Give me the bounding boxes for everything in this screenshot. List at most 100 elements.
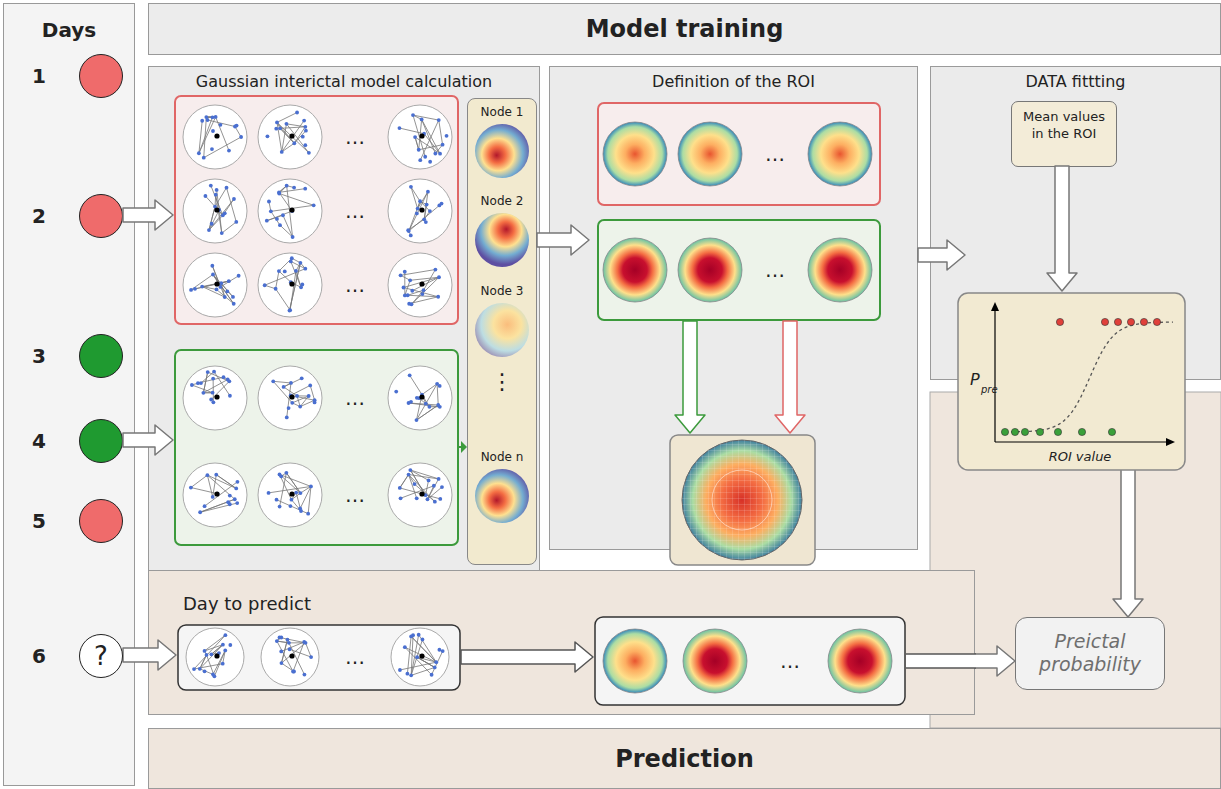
network-node — [313, 398, 317, 402]
network-center — [419, 653, 424, 658]
preictal-point — [1114, 318, 1121, 325]
network-edge — [209, 207, 215, 230]
network-edge — [409, 192, 428, 231]
network-node — [434, 660, 438, 664]
network-disc — [388, 179, 452, 243]
preictal-point — [1101, 318, 1108, 325]
network-node — [192, 667, 196, 671]
network-disc — [391, 628, 449, 686]
network-node — [223, 633, 227, 637]
network-node — [189, 288, 193, 292]
network-edge — [212, 266, 220, 287]
network-node — [278, 636, 282, 640]
network-edge — [400, 475, 409, 488]
block-arrow — [975, 646, 1015, 676]
network-edge — [277, 122, 309, 152]
heatmap-disc — [603, 122, 667, 186]
network-node — [221, 662, 225, 666]
network-edge — [277, 122, 294, 143]
network-node — [211, 129, 215, 133]
interictal-group — [598, 220, 880, 320]
day-circle: 1 — [19, 54, 123, 98]
network-node — [424, 402, 428, 406]
block-arrow — [123, 200, 173, 230]
network-node — [437, 203, 441, 207]
network-node — [399, 273, 403, 277]
network-node — [274, 287, 278, 291]
network-edge — [404, 287, 439, 296]
network-node — [295, 394, 299, 398]
heatmap-disc — [808, 122, 872, 186]
network-node — [398, 126, 402, 130]
network-node — [408, 278, 412, 282]
network-edge — [277, 122, 282, 151]
roi-ring — [712, 470, 772, 530]
interictal-point — [1001, 428, 1008, 435]
block-arrow — [123, 425, 173, 455]
network-node — [398, 668, 402, 672]
network-edge — [200, 503, 237, 512]
network-edge — [191, 274, 213, 289]
network-node — [289, 504, 293, 508]
network-node — [309, 655, 313, 659]
network-edge — [289, 263, 300, 311]
network-node — [438, 497, 442, 501]
network-center — [289, 491, 294, 496]
network-node — [200, 119, 204, 123]
network-disc — [388, 366, 452, 430]
network-node — [205, 653, 209, 657]
network-node — [441, 649, 445, 653]
interictal-group — [175, 350, 458, 545]
interictal-point — [1021, 428, 1028, 435]
day-dot — [79, 334, 123, 378]
section-band: Prediction — [148, 728, 1221, 789]
day-number: 4 — [19, 429, 59, 453]
arrow-shaft — [906, 654, 976, 668]
block-arrow — [461, 642, 593, 672]
network-node — [290, 401, 294, 405]
flow-arrow — [123, 200, 173, 230]
arrow-edge — [906, 667, 976, 669]
day-circle: 6? — [19, 634, 123, 678]
process-box: Mean values in the ROI — [1011, 101, 1117, 167]
heatmap-disc — [683, 629, 747, 693]
network-node — [428, 160, 432, 164]
network-edge — [413, 115, 439, 120]
network-node — [422, 288, 426, 292]
network-node — [438, 648, 442, 652]
day-circle: 2 — [19, 194, 123, 238]
network-node — [221, 213, 225, 217]
network-edge — [409, 201, 420, 231]
network-node — [214, 115, 218, 119]
axis-label: ROI value — [1049, 449, 1112, 464]
network-node — [278, 505, 282, 509]
network-disc — [258, 463, 322, 527]
network-node — [278, 126, 282, 130]
ellipsis-mark: … — [780, 649, 800, 673]
network-node — [309, 485, 313, 489]
network-edge — [411, 636, 436, 662]
network-node — [274, 127, 278, 131]
network-node — [294, 491, 298, 495]
network-node — [408, 468, 412, 472]
network-edge — [280, 128, 294, 143]
network-edge — [424, 134, 440, 154]
gaussian-blob — [475, 213, 529, 267]
network-node — [403, 294, 407, 298]
network-node — [282, 385, 286, 389]
network-edge — [409, 297, 438, 304]
network-node — [417, 633, 421, 637]
network-node — [237, 274, 241, 278]
network-node — [214, 193, 218, 197]
panel-title: DATA fittting — [931, 67, 1220, 91]
red-arrow — [775, 321, 805, 433]
network-node — [409, 400, 413, 404]
network-node — [403, 270, 407, 274]
network-node — [411, 633, 415, 637]
network-node — [394, 390, 398, 394]
network-node — [275, 217, 279, 221]
network-edge — [267, 215, 283, 220]
flow-arrow — [918, 240, 965, 270]
day-number: 6 — [19, 644, 59, 668]
network-node — [288, 647, 292, 651]
